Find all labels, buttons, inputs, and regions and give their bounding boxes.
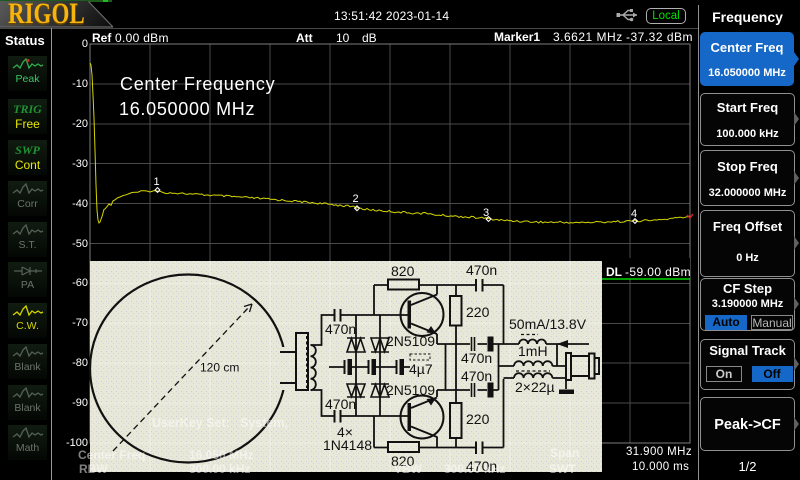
svg-text:2N5109: 2N5109 [386,333,435,349]
svg-text:820: 820 [391,453,415,469]
svg-text:120 cm: 120 cm [200,361,239,375]
svg-text:3: 3 [483,207,489,219]
svg-text:470n: 470n [466,458,497,474]
svg-text:470n: 470n [325,396,356,412]
svg-text:220: 220 [466,411,490,427]
svg-text:820: 820 [391,263,415,279]
svg-text:1mH: 1mH [518,343,548,359]
svg-text:470n: 470n [466,262,497,278]
svg-text:470n: 470n [461,368,492,384]
svg-text:4: 4 [631,208,637,220]
svg-text:1N4148: 1N4148 [323,437,372,453]
svg-text:2×22µ: 2×22µ [515,379,555,395]
svg-text:2N5109: 2N5109 [386,382,435,398]
svg-text:470n: 470n [461,350,492,366]
svg-text:4×: 4× [337,424,353,440]
svg-text:2: 2 [353,193,359,205]
svg-text:System,: System, [240,416,288,430]
svg-text:470n: 470n [325,321,356,337]
svg-text:UserKey Set:: UserKey Set: [152,416,230,430]
svg-text:50mA/13.8V: 50mA/13.8V [509,316,587,332]
svg-text:4µ7: 4µ7 [409,361,433,377]
svg-text:220: 220 [466,304,490,320]
svg-text:1: 1 [154,176,160,188]
